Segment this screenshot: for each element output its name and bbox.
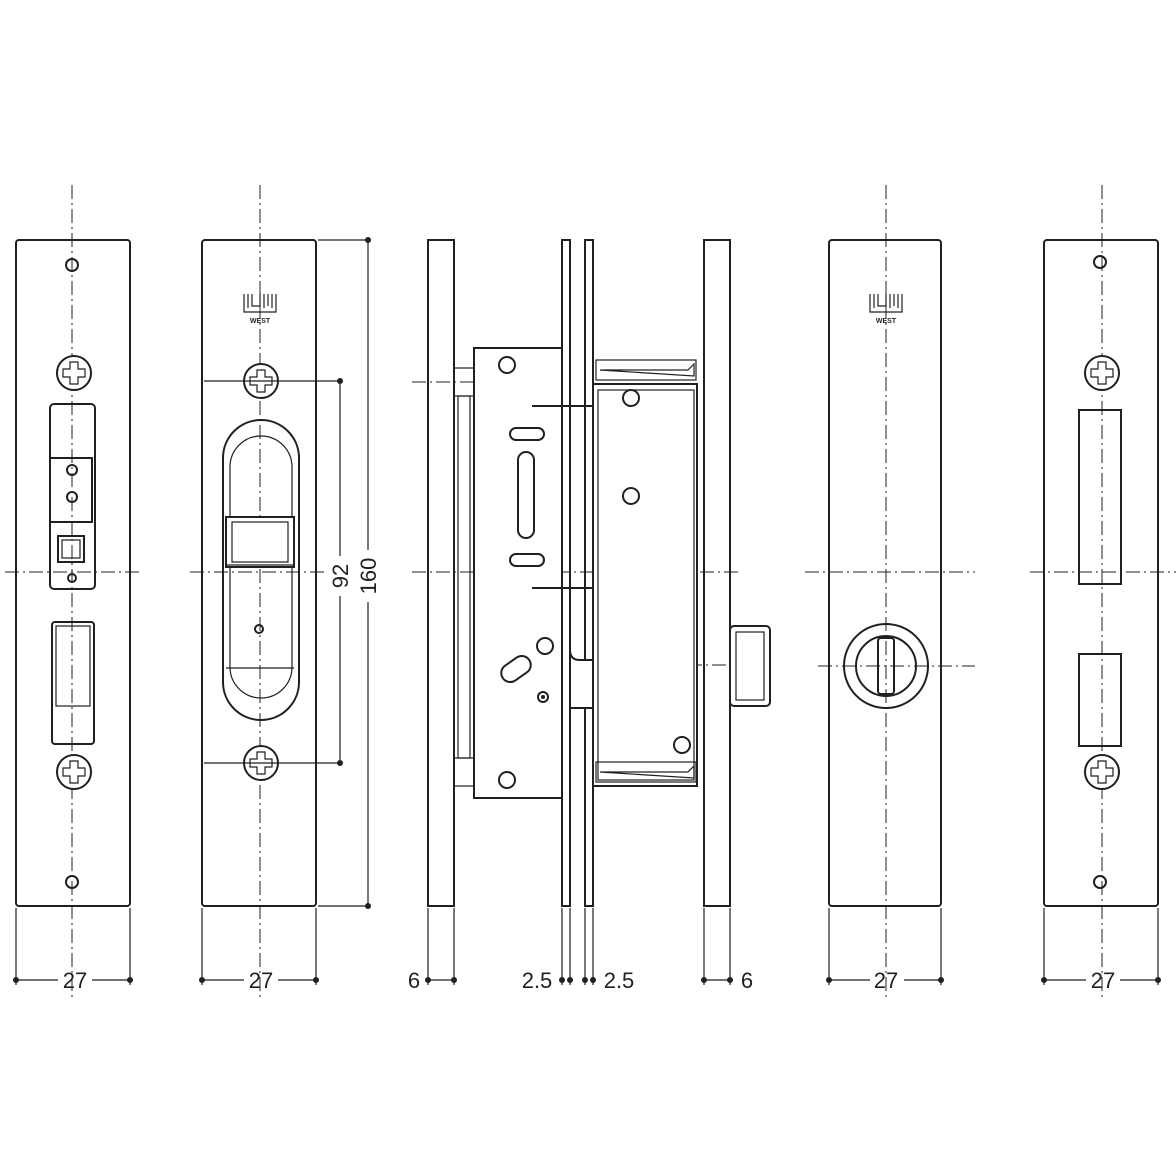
dim-plate6-width: 27 (1091, 968, 1115, 993)
view-face-plate-handle: WEST 92 160 27 (190, 185, 381, 1000)
view-strike-plate-right: 27 (1030, 185, 1176, 1000)
dim-plate2-total-height: 160 (356, 558, 381, 595)
dim-side-right-gap: 2.5 (604, 968, 635, 993)
logo-text-2: WEST (876, 318, 897, 325)
west-logo: WEST (243, 294, 277, 325)
dim-side-left-gap: 2.5 (522, 968, 553, 993)
dim-plate5-width: 27 (874, 968, 898, 993)
view-strike-plate-left: 27 (5, 185, 140, 1000)
view-face-plate-thumbturn: WEST 27 (805, 185, 975, 1000)
dim-plate2-width: 27 (249, 968, 273, 993)
west-logo-2: WEST (869, 294, 903, 325)
dim-plate1-width: 27 (63, 968, 87, 993)
dim-side-right-plate: 6 (741, 968, 753, 993)
dim-plate2-inner-height: 92 (328, 564, 353, 588)
logo-text: WEST (250, 318, 271, 325)
dim-side-left-plate: 6 (408, 968, 420, 993)
view-side-section: 6 2.5 2.5 6 (408, 239, 771, 993)
